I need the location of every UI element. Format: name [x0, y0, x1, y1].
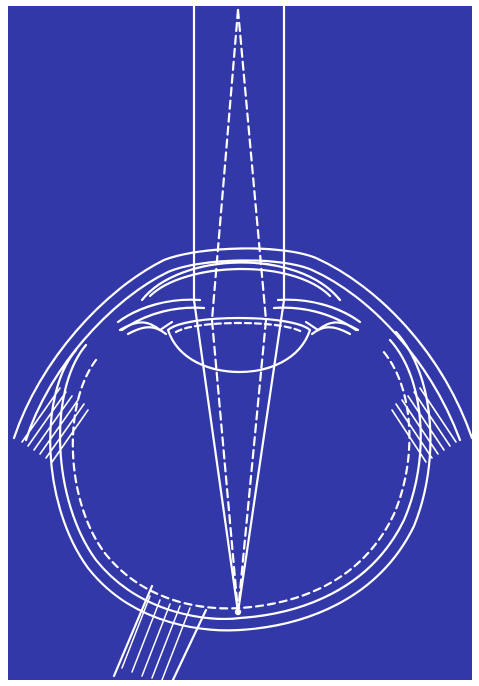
focal-point — [235, 609, 241, 615]
